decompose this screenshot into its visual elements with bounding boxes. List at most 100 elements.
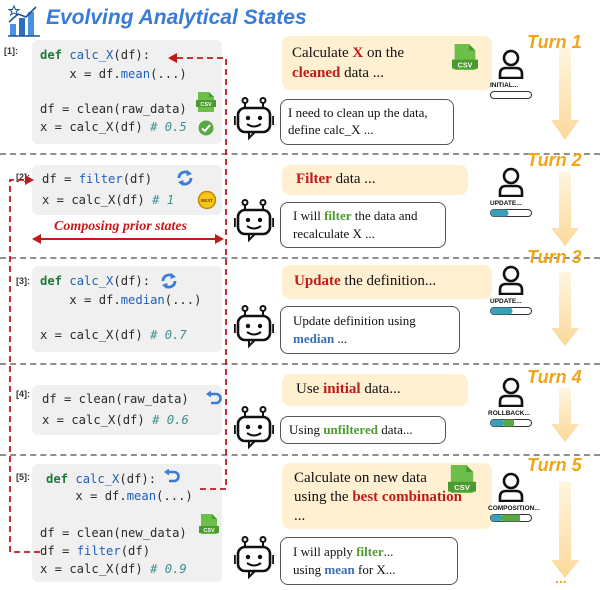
refresh-icon	[161, 273, 177, 289]
refresh-icon	[177, 170, 193, 186]
user-message-1: Calculate X on the cleaned data ... CSV	[282, 36, 492, 90]
status-label: UPDATE...	[490, 298, 522, 305]
turn-arrow	[551, 388, 579, 442]
highlight-text: best combination	[352, 489, 462, 505]
highlight-text: Filter	[296, 171, 332, 187]
assistant-text: Using unfiltered data...	[289, 422, 413, 438]
message-text: the data and recalculate X ...	[293, 208, 418, 241]
connector-cell5-to-cell2	[9, 179, 40, 553]
highlight-text: Update	[294, 273, 341, 289]
message-text: Calculate	[292, 45, 353, 61]
message-text: Use	[296, 381, 324, 397]
turn-arrow	[551, 272, 579, 346]
assistant-message-5: I will apply filter... using mean for X.…	[280, 537, 458, 585]
code-cell-1: def calc_X(df): x = df.mean(...) df = cl…	[32, 40, 222, 144]
best-medal-icon: BEST	[197, 190, 217, 210]
status-label: ROLLBACK...	[488, 410, 530, 417]
turn-arrows	[551, 48, 579, 578]
composing-arrow-left-head	[32, 234, 41, 244]
user-icon	[498, 472, 524, 502]
csv-file-icon: CSV	[199, 514, 219, 534]
message-text: I need to clean up the data, define calc…	[288, 105, 428, 137]
analytics-icon	[7, 4, 40, 37]
highlight-text: filter	[356, 544, 384, 559]
message-text: data...	[360, 381, 401, 397]
message-text: I will	[293, 208, 325, 223]
robot-icon	[234, 199, 274, 243]
highlight-text: unfiltered	[323, 422, 378, 437]
user-text: Filter data ...	[296, 171, 376, 188]
status-progress-bar	[490, 514, 532, 522]
code-cell-5: def calc_X(df): x = df.mean(...) df = cl…	[32, 464, 222, 582]
composing-arrow-right-head	[215, 234, 224, 244]
robot-icon	[234, 536, 274, 580]
user-status-1: INITIAL...	[488, 49, 534, 105]
message-text: for X...	[354, 562, 396, 577]
csv-file-icon: CSV	[452, 44, 478, 70]
highlight-text: cleaned	[292, 65, 341, 81]
assistant-message-4: Using unfiltered data...	[280, 416, 446, 444]
user-status-2: UPDATE...	[488, 167, 534, 223]
turn-label-5: Turn 5	[527, 455, 582, 475]
csv-file-icon: CSV	[448, 465, 476, 493]
status-progress-bar	[490, 419, 532, 427]
assistant-message-2: I will filter the data and recalculate X…	[280, 202, 446, 248]
user-icon	[498, 167, 524, 197]
csv-label: CSV	[203, 528, 215, 534]
user-text: Calculate X on the cleaned data ...	[292, 43, 452, 83]
csv-file-icon: CSV	[196, 92, 216, 112]
highlight-text: mean	[324, 562, 355, 577]
code-cell-3: def calc_X(df): x = df.median(...) x = c…	[32, 266, 222, 352]
cell-index: [1]:	[4, 46, 18, 56]
message-text: ... using	[293, 544, 394, 577]
user-status-3: UPDATE...	[488, 265, 534, 321]
user-message-4: Use initial data...	[282, 374, 468, 406]
highlight-text: filter	[324, 208, 352, 223]
user-message-5: Calculate on new data using the best com…	[282, 463, 492, 529]
message-text: the definition...	[340, 273, 437, 289]
status-progress-bar	[490, 91, 532, 99]
assistant-text: Update definition using median ...	[293, 312, 433, 348]
message-text: ...	[334, 331, 348, 346]
highlight-text: median	[293, 331, 335, 346]
message-text: I will apply	[293, 544, 357, 559]
connector-arrowhead	[25, 175, 34, 185]
turn-arrow	[551, 172, 579, 246]
assistant-text: I need to clean up the data, define calc…	[288, 104, 450, 138]
connector-arrowhead	[168, 53, 177, 63]
turn-label-3: Turn 3	[527, 247, 582, 267]
cell-index: [5]:	[16, 472, 30, 482]
cell-index: [3]:	[16, 276, 30, 286]
turn-label-2: Turn 2	[527, 150, 582, 170]
assistant-text: I will filter the data and recalculate X…	[293, 207, 443, 243]
user-icon	[498, 49, 524, 79]
user-status-5: COMPOSITION...	[488, 472, 540, 528]
composing-label: Composing prior states	[54, 219, 188, 234]
user-message-3: Update the definition...	[282, 265, 492, 299]
assistant-message-3: Update definition using median ...	[280, 306, 460, 354]
assistant-message-1: I need to clean up the data, define calc…	[280, 99, 454, 145]
csv-label: CSV	[454, 483, 471, 492]
status-label: COMPOSITION...	[488, 505, 540, 512]
highlight-text: X	[352, 45, 364, 61]
message-text: data ...	[340, 65, 385, 81]
undo-icon	[164, 469, 180, 483]
message-text: on the	[363, 45, 405, 61]
separator	[0, 257, 600, 259]
highlight-text: initial	[323, 381, 361, 397]
user-icon	[498, 377, 524, 407]
user-text: Use initial data...	[296, 381, 401, 398]
message-text: ...	[294, 508, 306, 524]
turn-label-4: Turn 4	[527, 367, 582, 387]
status-progress-bar	[490, 209, 532, 217]
user-status-4: ROLLBACK...	[488, 377, 534, 433]
assistant-text: I will apply filter... using mean for X.…	[293, 543, 423, 579]
turn-label-1: Turn 1	[527, 32, 582, 52]
message-text: Update definition using	[293, 313, 416, 328]
user-text: Update the definition...	[294, 273, 436, 290]
undo-icon	[206, 391, 222, 405]
check-icon	[198, 120, 214, 136]
cell-index: [2]:	[16, 172, 30, 182]
robot-icon	[234, 305, 274, 349]
message-text: Using	[289, 422, 324, 437]
